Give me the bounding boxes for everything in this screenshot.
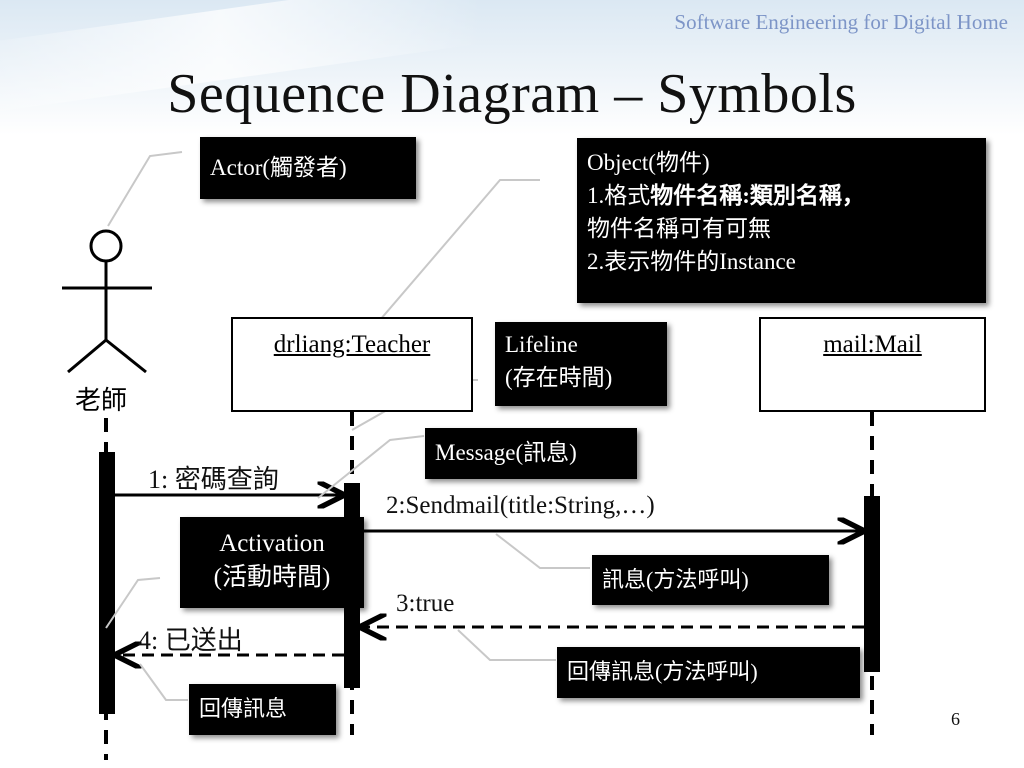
- lifeline-callout: Lifeline (存在時間): [495, 322, 667, 406]
- actor-right-leg: [105, 338, 147, 374]
- lifeline-callout-line1: Lifeline: [505, 332, 578, 357]
- method-call-callout-text: 訊息(方法呼叫): [602, 567, 749, 592]
- object-item1-prefix: 格式: [604, 183, 651, 208]
- object-item1-bold: 物件名稱:類別名稱，: [650, 183, 865, 208]
- object-callout-item1-cont: 物件名稱可有可無: [587, 216, 771, 241]
- message-callout-text: Message(訊息): [435, 440, 577, 465]
- message-callout: Message(訊息): [425, 428, 637, 479]
- message-3-label: 3:true: [396, 590, 455, 617]
- activation-pointer: [105, 577, 161, 629]
- return-pointer: [139, 663, 188, 701]
- slide-title: Sequence Diagram – Symbols: [167, 63, 857, 125]
- message-pointer: [317, 435, 425, 499]
- return-method-callout-text: 回傳訊息(方法呼叫): [567, 659, 758, 684]
- actor-label: 老師: [75, 386, 128, 415]
- message-2-label: 2:Sendmail(title:String,…): [386, 492, 655, 519]
- actor-callout-text: Actor(觸發者): [210, 155, 347, 180]
- return-method-callout: 回傳訊息(方法呼叫): [557, 647, 860, 698]
- message-1-label: 1: 密碼查詢: [148, 465, 279, 494]
- activation-callout-line1: Activation: [219, 530, 325, 557]
- actor-activation: [99, 452, 115, 714]
- mail-activation: [864, 496, 880, 672]
- object-box-teacher: drliang:Teacher: [231, 317, 473, 412]
- actor-head: [89, 229, 123, 263]
- method-call-pointer: [495, 533, 590, 569]
- object-pointer: [379, 179, 540, 321]
- actor-pointer: [107, 151, 183, 227]
- object-item2-text: 表示物件的Instance: [604, 249, 796, 274]
- page-number: 6: [951, 709, 960, 729]
- object-label-mail: mail:Mail: [823, 331, 922, 358]
- object-box-mail: mail:Mail: [759, 317, 986, 412]
- object-callout: Object(物件) 1.格式物件名稱:類別名稱， 物件名稱可有可無 2.表示物…: [577, 138, 986, 303]
- actor-left-leg: [67, 338, 107, 374]
- activation-callout: Activation (活動時間): [180, 517, 364, 608]
- object-callout-title: Object(物件): [587, 150, 710, 175]
- message-4-label: 4: 已送出: [138, 626, 243, 655]
- header-text: Software Engineering for Digital Home: [674, 10, 1008, 34]
- lifeline-callout-line2: (存在時間): [505, 365, 613, 390]
- object-label-teacher: drliang:Teacher: [273, 331, 431, 358]
- object-callout-item2: 2.表示物件的Instance: [587, 249, 796, 274]
- activation-callout-line2: (活動時間): [213, 564, 331, 591]
- return-callout: 回傳訊息: [189, 684, 336, 735]
- object-callout-item1: 1.格式物件名稱:類別名稱，: [587, 183, 865, 208]
- actor-figure: [62, 229, 152, 374]
- method-call-callout: 訊息(方法呼叫): [592, 555, 829, 605]
- return-method-pointer: [457, 629, 556, 661]
- return-callout-text: 回傳訊息: [199, 696, 288, 721]
- actor-callout: Actor(觸發者): [200, 137, 416, 199]
